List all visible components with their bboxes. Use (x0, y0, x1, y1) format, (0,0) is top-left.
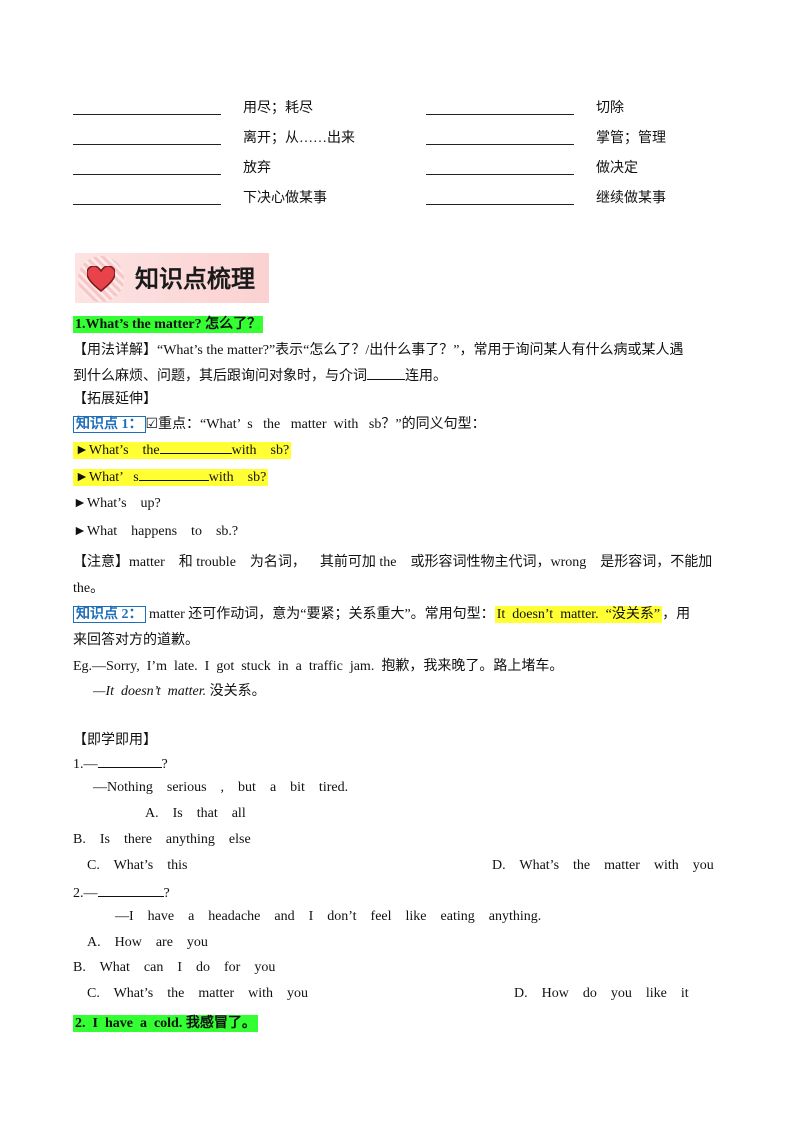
note-line-2: the。 (73, 581, 105, 596)
option-c[interactable]: C. What’s the matter with you (87, 986, 308, 1001)
option-d[interactable]: D. What’s the matter with you (492, 858, 714, 873)
usage-text: 到什么麻烦、问题，其后跟询问对象时，与介词 (73, 369, 367, 384)
vocab-meaning: 掌管；管理 (596, 131, 666, 146)
vocab-blank[interactable] (426, 130, 574, 145)
example-reply-en: —It doesn’t matter. (93, 684, 207, 699)
option-b[interactable]: B. Is there anything else (73, 832, 251, 847)
section-title: 知识点梳理 (135, 265, 255, 293)
vocab-blank[interactable] (426, 100, 574, 115)
practice-heading: 【即学即用】 (73, 733, 157, 748)
vocab-meaning: 离开；从……出来 (243, 131, 355, 146)
kp2-line-2: 来回答对方的道歉。 (73, 633, 199, 648)
question-2-reply: —I have a headache and I don’t feel like… (115, 909, 542, 924)
point2-title: 2. I have a cold. 我感冒了。 (73, 1015, 258, 1032)
vocab-meaning: 用尽；耗尽 (243, 101, 313, 116)
option-d[interactable]: D. How do you like it (514, 986, 689, 1001)
vocab-blank[interactable] (426, 190, 574, 205)
kp1-text: ☑重点：“What’ s the matter with sb？”的同义句型： (145, 417, 486, 432)
question-mark: ? (161, 757, 168, 772)
kp2-text: matter 还可作动词，意为“要紧；关系重大”。常用句型： (145, 607, 495, 622)
vocab-meaning: 做决定 (596, 161, 638, 176)
vocab-meaning: 下决心做某事 (243, 191, 327, 206)
extend-heading: 【拓展延伸】 (73, 392, 157, 407)
vocab-blank[interactable] (73, 190, 221, 205)
kp2-label: 知识点 2： (73, 606, 146, 623)
kp2-end: ，用 (662, 607, 691, 622)
example-reply: —It doesn’t matter. 没关系。 (93, 680, 266, 700)
vocab-meaning: 切除 (596, 101, 624, 116)
preposition-blank[interactable] (367, 367, 405, 380)
question-number: 1.— (73, 757, 98, 772)
bullet-row: ►What happens to sb.? (73, 524, 239, 539)
usage-line-2: 到什么麻烦、问题，其后跟询问对象时，与介词 连用。 (73, 365, 447, 385)
note-line: 【注意】matter 和 trouble 为名词， 其前可加 the 或形容词性… (73, 555, 713, 570)
vocab-meaning: 继续做某事 (596, 191, 666, 206)
example-reply-cn: 没关系。 (206, 684, 266, 699)
option-a[interactable]: A. How are you (87, 935, 208, 950)
bullet-blank[interactable] (159, 441, 232, 454)
heart-icon (87, 266, 115, 292)
kp1-row: 知识点 1：☑重点：“What’ s the matter with sb？”的… (73, 413, 486, 433)
point1-title-row: 1.What’s the matter? 怎么了？ (73, 313, 264, 333)
vocab-blank[interactable] (73, 130, 221, 145)
option-c[interactable]: C. What’s this (87, 858, 188, 873)
question-2: 2.—? (73, 884, 170, 902)
question-1: 1.—? (73, 755, 168, 773)
point2-title-row: 2. I have a cold. 我感冒了。 (73, 1012, 258, 1032)
kp2-row: 知识点 2： matter 还可作动词，意为“要紧；关系重大”。常用句型：It … (73, 603, 690, 623)
kp1-label: 知识点 1： (73, 416, 146, 433)
kp2-highlight: It doesn’t matter. “没关系” (494, 606, 663, 623)
usage-text-end: 连用。 (405, 369, 447, 384)
vocab-blank[interactable] (73, 160, 221, 175)
vocab-blank[interactable] (73, 100, 221, 115)
vocab-blank[interactable] (426, 160, 574, 175)
option-a[interactable]: A. Is that all (145, 806, 246, 821)
answer-blank[interactable] (97, 884, 164, 897)
question-1-reply: —Nothing serious , but a bit tired. (93, 780, 349, 795)
question-mark: ? (163, 886, 170, 901)
vocab-meaning: 放弃 (243, 161, 271, 176)
option-b[interactable]: B. What can I do for you (73, 960, 276, 975)
bullet-blank[interactable] (138, 468, 209, 481)
bullet-row: ►What’s up? (73, 496, 161, 511)
usage-line: 【用法详解】“What’s the matter?”表示“怎么了？/出什么事了？… (73, 343, 684, 358)
question-number: 2.— (73, 886, 98, 901)
point1-title: 1.What’s the matter? 怎么了？ (73, 316, 264, 333)
example-line: Eg.—Sorry, I’m late. I got stuck in a tr… (73, 659, 564, 674)
answer-blank[interactable] (97, 755, 162, 768)
